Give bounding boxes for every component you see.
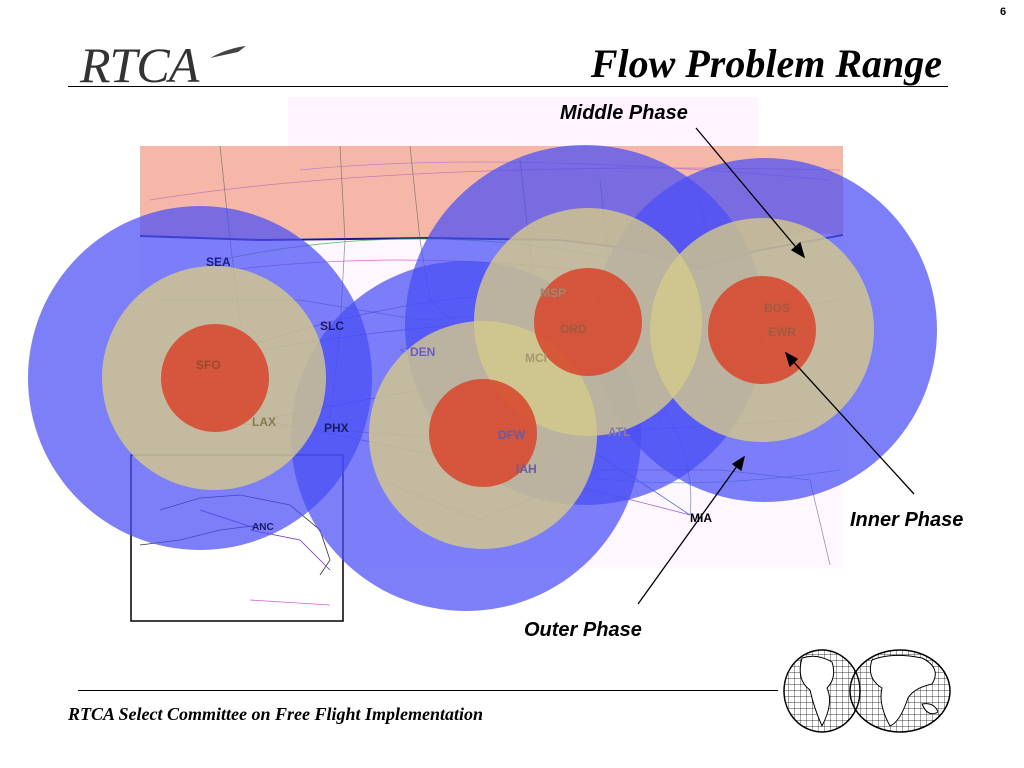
- logo-text: RTCA: [80, 37, 199, 93]
- map-header-strip: [288, 97, 758, 152]
- airport-ewr: EWR: [768, 325, 796, 339]
- airport-iah: IAH: [516, 462, 537, 476]
- airport-slc: SLC: [320, 319, 344, 333]
- airport-mci: MCI: [525, 351, 547, 365]
- title-divider: [68, 86, 948, 87]
- airport-sea: SEA: [206, 255, 231, 269]
- airport-lax: LAX: [252, 415, 276, 429]
- footer-divider: [78, 690, 778, 691]
- callout-arrows: [637, 127, 915, 605]
- callout-inner-phase: Inner Phase: [850, 509, 964, 531]
- airport-mia: MIA: [690, 511, 712, 525]
- callout-middle-phase: Middle Phase: [560, 102, 688, 124]
- airport-msp: MSP: [540, 286, 566, 300]
- airport-sfo: SFO: [196, 358, 221, 372]
- callout-outer-phase: Outer Phase: [524, 619, 642, 641]
- airport-anc: ANC: [252, 522, 274, 533]
- airport-den: DEN: [410, 345, 435, 359]
- airport-bos: BOS: [764, 301, 790, 315]
- page-number: 6: [1000, 6, 1007, 18]
- world-globe-icon: [783, 649, 951, 733]
- rtca-logo: RTCA: [80, 36, 260, 93]
- airport-atl: ATL: [608, 425, 630, 439]
- airport-ord: ORD: [560, 322, 587, 336]
- plane-swoosh-icon: [210, 46, 246, 58]
- inner-phase-rings: [161, 268, 816, 487]
- airport-phx: PHX: [324, 421, 349, 435]
- airport-dfw: DFW: [498, 428, 526, 442]
- airport-labels: SEA SFO LAX SLC PHX DEN MSP ORD MCI DFW …: [196, 255, 796, 533]
- page-title: Flow Problem Range: [590, 41, 942, 86]
- footer-text: RTCA Select Committee on Free Flight Imp…: [68, 704, 484, 724]
